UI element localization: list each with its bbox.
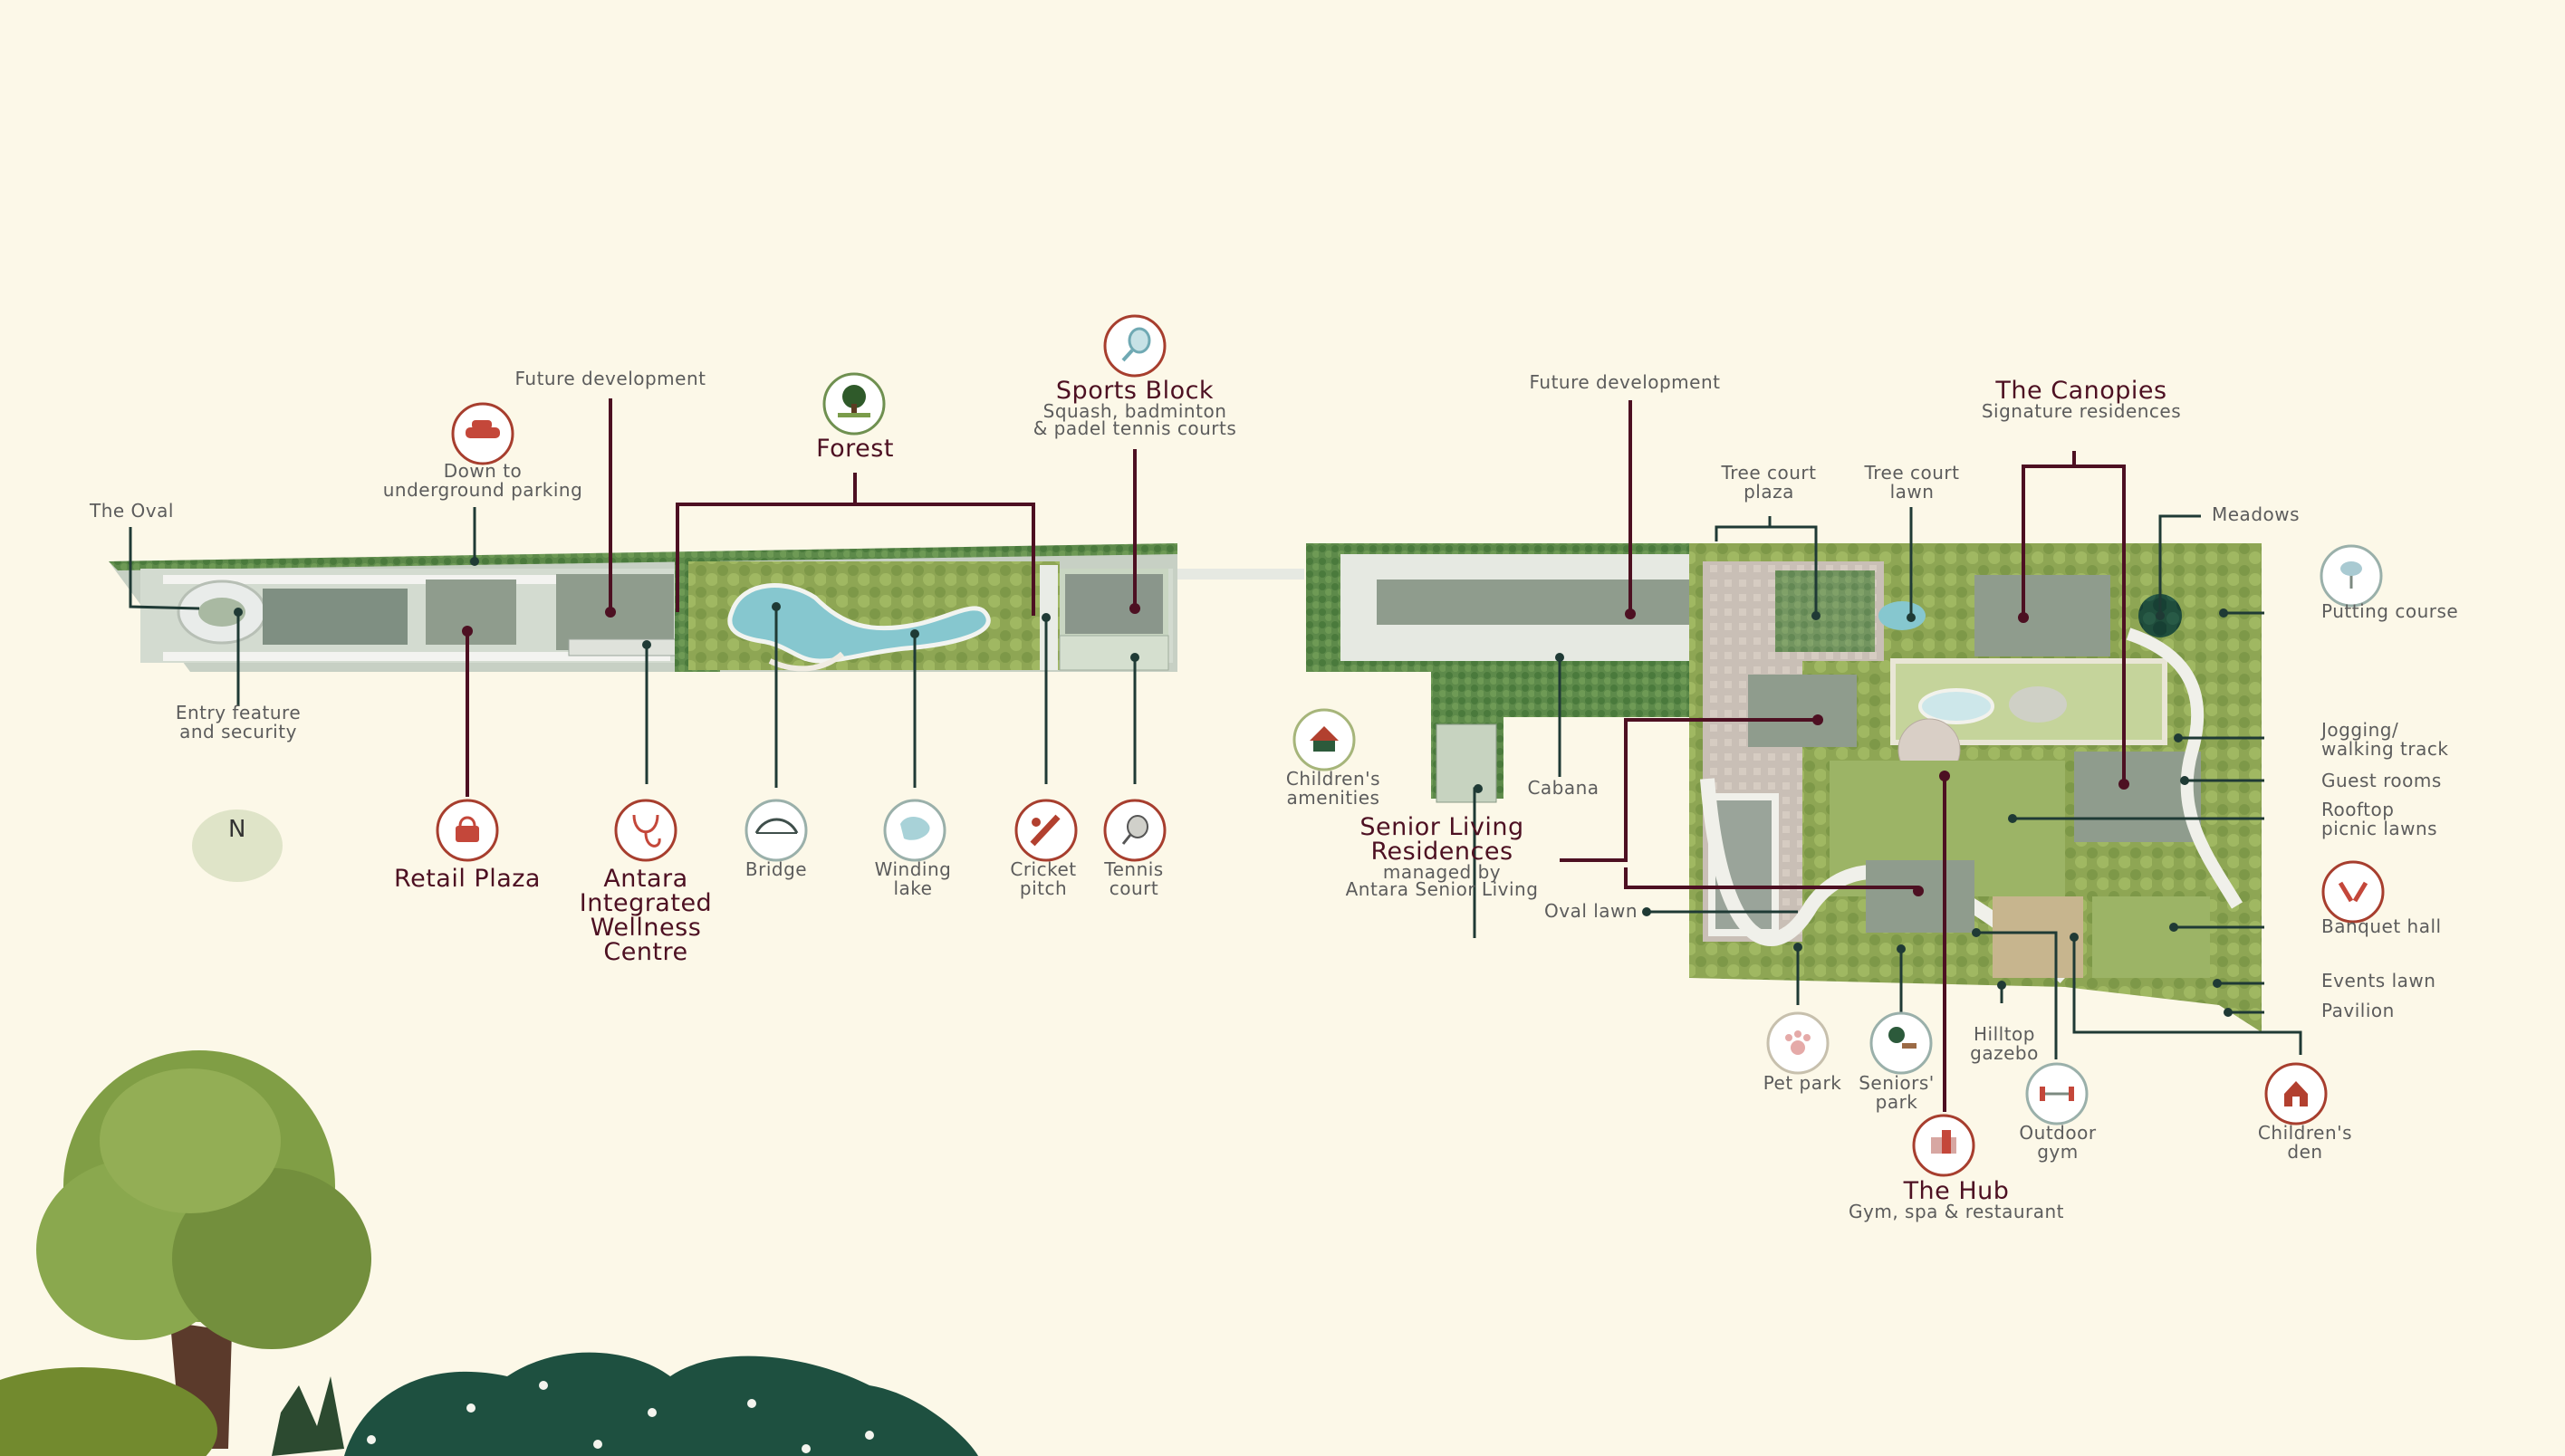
heading-hub-sub: Gym, spa & restaurant	[1849, 1201, 2064, 1222]
heading-retail-plaza: Retail Plaza	[394, 867, 541, 891]
heading-forest: Forest	[816, 436, 894, 461]
heading-canopies-sub: Signature residences	[1981, 400, 2182, 422]
flag-icon	[2320, 544, 2383, 608]
heading-wellness-title: Antara Integrated Wellness Centre	[579, 865, 713, 966]
lake-icon	[883, 799, 946, 862]
label-hilltop-gazebo: Hilltop gazebo	[1970, 1023, 2039, 1064]
heading-forest-title: Forest	[816, 435, 894, 463]
playhouse-icon	[1292, 708, 1356, 771]
right-site	[1306, 543, 2262, 1032]
car-icon	[451, 402, 514, 465]
label-winding-lake: Winding lake	[874, 858, 952, 899]
decorative-tree	[36, 1050, 371, 1449]
label-rooftop-picnic-lawns: Rooftop picnic lawns	[2321, 799, 2438, 839]
heading-senior-living-sub: managed by Antara Senior Living	[1345, 861, 1539, 900]
compass-badge	[192, 809, 283, 882]
left-site-strip	[109, 543, 1304, 672]
racket-icon	[1103, 314, 1167, 378]
label-guest-rooms: Guest rooms	[2321, 770, 2442, 791]
label-cabana: Cabana	[1527, 777, 1600, 799]
label-jogging-track: Jogging/ walking track	[2321, 719, 2449, 760]
leader-lines-maroon	[466, 398, 2126, 1112]
tennis-ball-icon	[1103, 799, 1167, 862]
label-meadows: Meadows	[2212, 503, 2301, 525]
dumbbell-icon	[2025, 1062, 2089, 1126]
heading-sports-block-title: Sports Block	[1055, 377, 1215, 405]
label-outdoor-gym: Outdoor gym	[2019, 1122, 2097, 1163]
compass-label: N	[228, 816, 246, 843]
heading-senior-living-title: Senior Living Residences	[1359, 813, 1524, 866]
label-tree-court-lawn: Tree court lawn	[1864, 462, 1960, 503]
cricket-bat-icon	[1014, 799, 1078, 862]
bench-icon	[1869, 1011, 1933, 1075]
location-dots	[234, 557, 2233, 1017]
label-pavilion: Pavilion	[2321, 1000, 2395, 1021]
winding-lake-water	[727, 583, 991, 664]
handbag-icon	[436, 799, 499, 862]
paw-icon	[1766, 1011, 1830, 1075]
heading-canopies-title: The Canopies	[1995, 377, 2167, 405]
label-oval-lawn: Oval lawn	[1544, 900, 1638, 922]
leader-lines-green	[129, 507, 2302, 1059]
bridge-icon	[745, 799, 808, 862]
label-childrens-amenities: Children's amenities	[1285, 768, 1381, 809]
stethoscope-icon	[614, 799, 677, 862]
label-down-to-parking: Down to underground parking	[382, 460, 583, 501]
label-pet-park: Pet park	[1763, 1072, 1842, 1094]
heading-wellness-centre: Antara Integrated Wellness Centre	[580, 867, 712, 964]
label-entry-feature: Entry feature and security	[175, 702, 302, 742]
label-bridge: Bridge	[745, 858, 808, 880]
toast-icon	[2321, 860, 2385, 924]
heading-retail-plaza-title: Retail Plaza	[394, 865, 541, 893]
decorative-bushes	[0, 1352, 978, 1456]
label-childrens-den: Children's den	[2257, 1122, 2353, 1163]
tree-icon	[822, 372, 886, 436]
label-cricket-pitch: Cricket pitch	[1010, 858, 1077, 899]
label-banquet-hall: Banquet hall	[2321, 915, 2442, 937]
label-tree-court-plaza: Tree court plaza	[1721, 462, 1817, 503]
label-events-lawn: Events lawn	[2321, 970, 2436, 991]
heading-hub-title: The Hub	[1903, 1177, 2010, 1205]
label-the-oval: The Oval	[90, 500, 174, 522]
label-tennis-court: Tennis court	[1104, 858, 1164, 899]
heading-sports-block-sub: Squash, badminton & padel tennis courts	[1033, 400, 1237, 439]
label-future-development-left: Future development	[514, 368, 706, 389]
label-future-development-right: Future development	[1529, 371, 1721, 393]
label-seniors-park: Seniors' park	[1859, 1072, 1935, 1113]
barn-icon	[2264, 1062, 2328, 1126]
building-icon	[1912, 1114, 1975, 1177]
label-putting-course: Putting course	[2321, 600, 2459, 622]
